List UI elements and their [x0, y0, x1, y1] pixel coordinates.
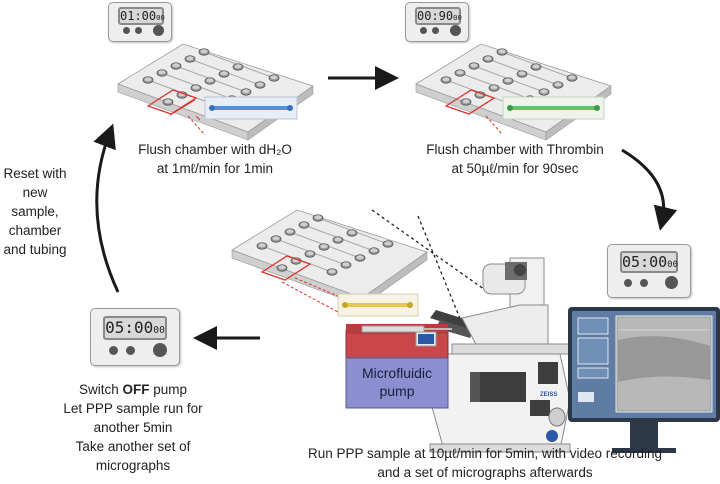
microfluidic-chamber-1	[118, 44, 313, 140]
timer-button	[640, 279, 648, 287]
timer-2: 00:9000	[405, 2, 469, 42]
pump-label-panel	[345, 357, 449, 409]
microfluidic-chamber-3	[232, 210, 427, 306]
timer-button	[624, 279, 632, 287]
step-switch-off-caption: Switch OFF pump Let PPP sample run for a…	[48, 380, 218, 475]
timer-subvalue: 00	[153, 325, 165, 336]
caption-line: and tubing	[3, 242, 67, 257]
caption-line: sample,	[11, 204, 59, 219]
timer-display: 05:0000	[103, 316, 167, 340]
timer-3: 05:0000	[607, 244, 691, 298]
arrow-step2-to-step3	[621, 148, 678, 231]
caption-line: new	[22, 185, 48, 200]
timer-button	[135, 27, 142, 34]
timer-button	[109, 346, 118, 355]
caption-line: another 5min	[93, 420, 173, 435]
microscope-brand-label: ZEISS	[540, 392, 558, 398]
timer-value: 05:00	[105, 318, 154, 337]
timer-value: 00:90	[417, 9, 454, 23]
step-run-ppp-caption: Run PPP sample at 10µℓ/min for 5min, wit…	[270, 444, 700, 482]
timer-start-button	[665, 276, 678, 289]
pump-label-line: pump	[379, 383, 415, 399]
syringe-pump	[345, 324, 452, 409]
timer-display: 00:9000	[415, 7, 462, 25]
pump-label-line: Microfluidic	[361, 365, 432, 381]
timer-start-button	[153, 343, 167, 357]
timer-button	[420, 27, 427, 34]
timer-start-button	[450, 25, 461, 36]
monitor	[568, 307, 720, 453]
pump-label: Microfluidic pump	[346, 364, 448, 400]
channel-zoom-water	[204, 96, 298, 120]
step-flush-water-caption: Flush chamber with dH₂O at 1mℓ/min for 1…	[110, 140, 320, 178]
timer-button	[123, 27, 130, 34]
timer-4: 05:0000	[90, 308, 180, 366]
zoom-line	[169, 99, 196, 116]
inverted-microscope	[429, 257, 573, 453]
caption-line: Take another set of	[75, 439, 191, 454]
timer-value: 01:00	[120, 9, 157, 23]
timer-button	[432, 27, 439, 34]
timer-button	[126, 346, 135, 355]
microfluidic-chamber-2	[416, 44, 611, 140]
timer-subvalue: 00	[453, 13, 462, 22]
step-flush-thrombin-caption: Flush chamber with Thrombin at 50µℓ/min …	[410, 140, 620, 178]
caption-line: micrographs	[95, 458, 171, 473]
caption-line: and a set of micrographs afterwards	[377, 465, 593, 480]
channel-zoom-ppp	[337, 293, 419, 317]
timer-subvalue: 00	[667, 260, 678, 270]
timer-display: 01:0000	[118, 7, 165, 25]
caption-line: Let PPP sample run for	[63, 401, 203, 416]
caption-line: Reset with	[3, 166, 67, 181]
timer-1: 01:0000	[108, 2, 172, 42]
channel-zoom-thrombin	[502, 96, 605, 120]
caption-line: chamber	[8, 223, 62, 238]
caption-line: Flush chamber with dH₂O	[138, 142, 292, 157]
caption-line: Switch OFF pump	[78, 382, 188, 397]
timer-start-button	[153, 25, 164, 36]
timer-display: 05:0000	[620, 251, 678, 273]
arrow-step4-to-step1	[93, 123, 120, 293]
caption-line: Flush chamber with Thrombin	[426, 142, 604, 157]
caption-line: at 1mℓ/min for 1min	[156, 161, 274, 176]
caption-line: at 50µℓ/min for 90sec	[451, 161, 579, 176]
step-reset-caption: Reset with new sample, chamber and tubin…	[0, 164, 70, 259]
timer-value: 05:00	[622, 253, 668, 271]
timer-subvalue: 00	[156, 13, 165, 22]
caption-line: Run PPP sample at 10µℓ/min for 5min, wit…	[307, 446, 663, 461]
